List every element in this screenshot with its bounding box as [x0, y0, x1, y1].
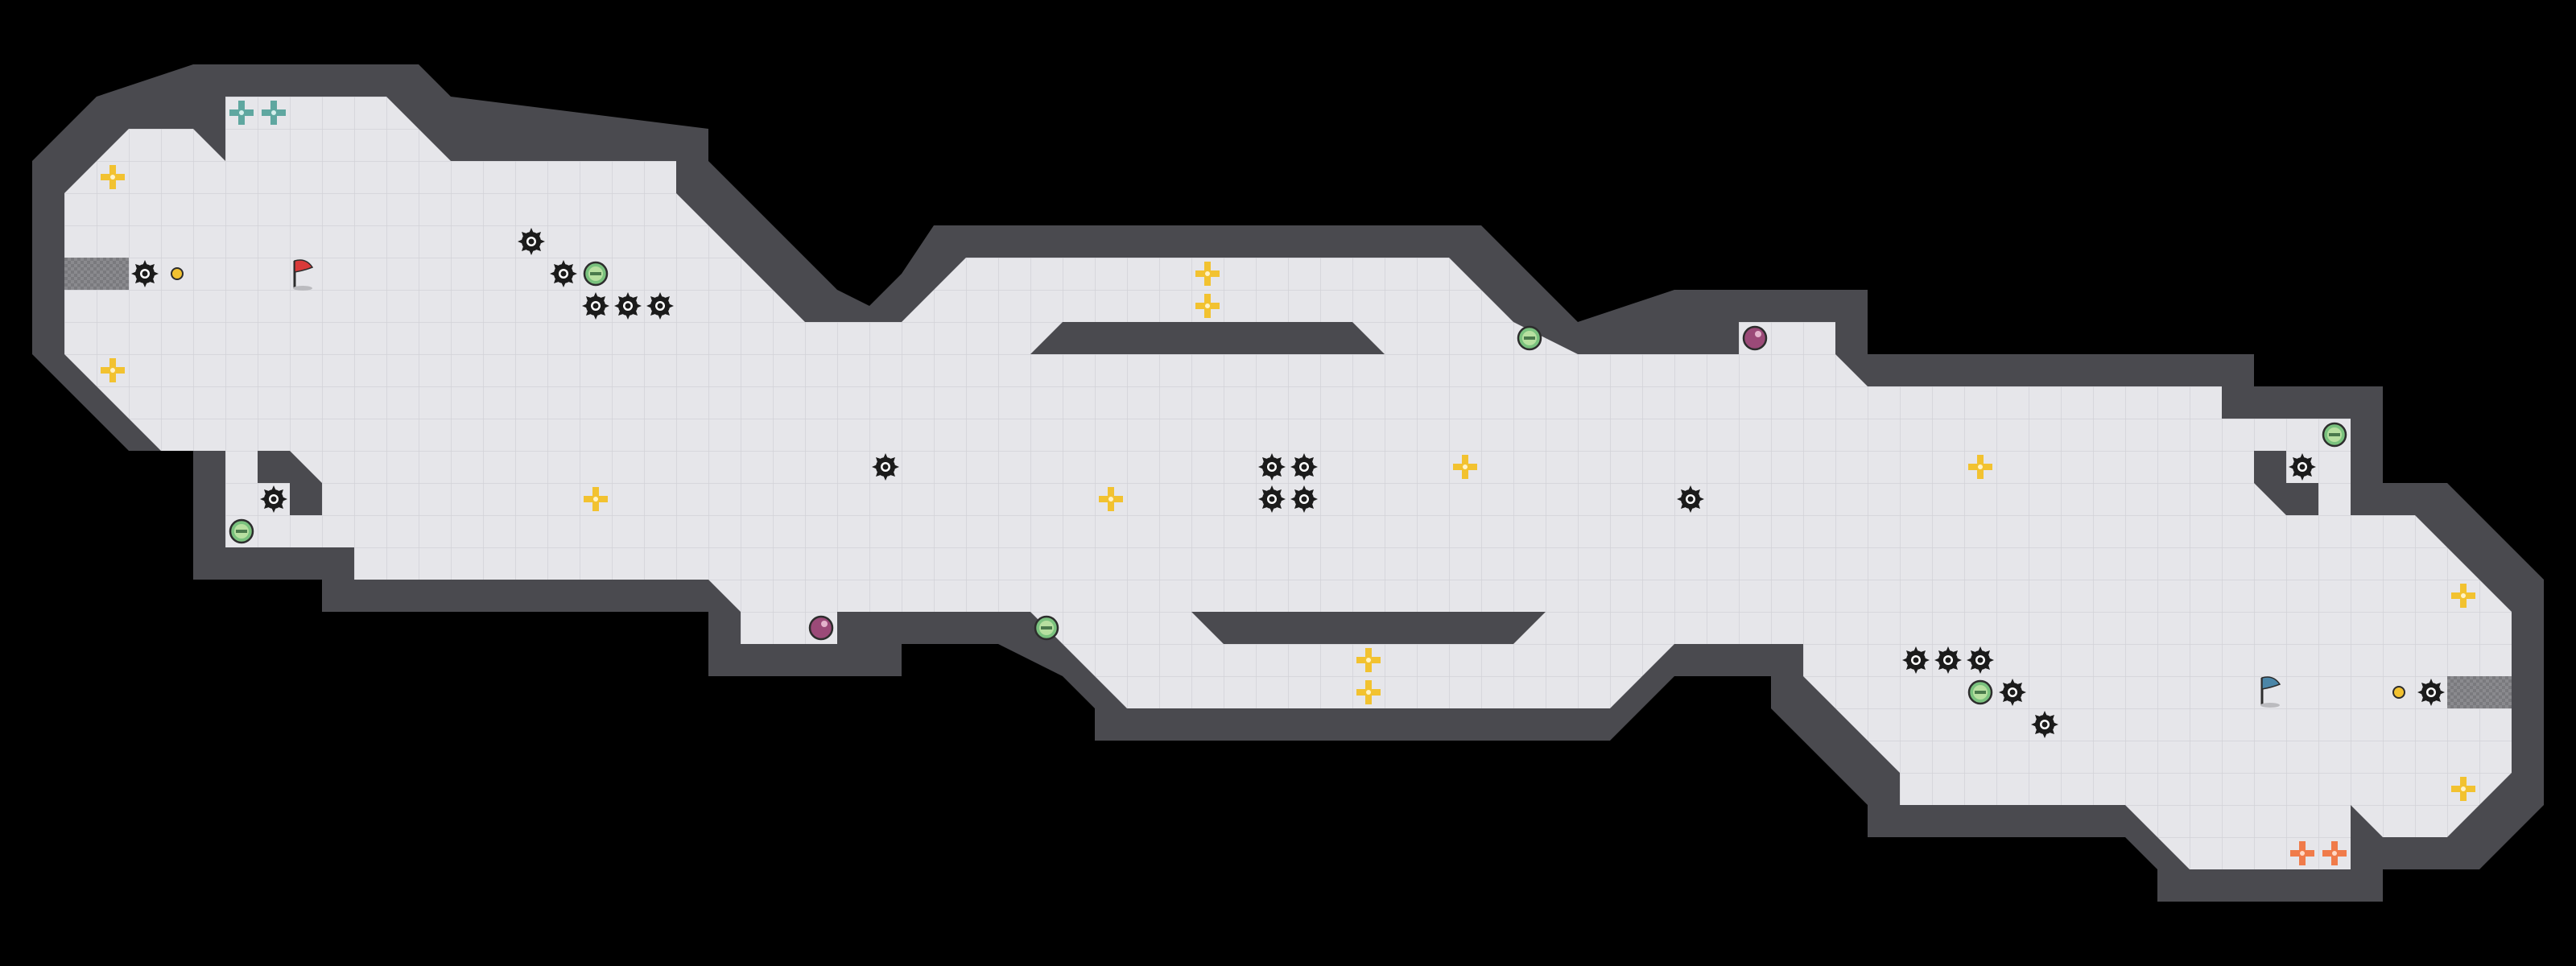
- spike-icon: [1902, 646, 1930, 674]
- spike-icon: [2031, 711, 2058, 738]
- spike-icon: [2417, 679, 2445, 706]
- bomb-icon: [229, 518, 254, 544]
- powerup-icon: [1742, 325, 1768, 351]
- powerup-icon: [808, 615, 834, 641]
- spike-icon: [131, 260, 159, 287]
- bomb-icon: [1967, 679, 1993, 705]
- spike-icon: [646, 292, 674, 320]
- bomb-icon: [1034, 615, 1059, 641]
- wall-details: [193, 97, 2318, 644]
- bomb-icon: [1517, 325, 1542, 351]
- spike-icon: [1290, 453, 1318, 481]
- gates: [64, 258, 2512, 708]
- spike-icon: [550, 260, 577, 287]
- bomb-icon: [583, 261, 609, 287]
- bomb-icon: [2322, 422, 2347, 448]
- gate-icon: [64, 258, 129, 290]
- spike-icon: [1999, 679, 2026, 706]
- spike-icon: [614, 292, 642, 320]
- button-icon[interactable]: [171, 267, 184, 280]
- red-flag-icon[interactable]: [293, 259, 314, 291]
- spike-icon: [260, 485, 287, 513]
- inner-walls: [1030, 322, 1546, 644]
- spike-icon: [1967, 646, 1994, 674]
- spike-icon: [1258, 485, 1286, 513]
- spike-icon: [1258, 453, 1286, 481]
- floor: [64, 97, 2512, 869]
- spike-icon: [1934, 646, 1962, 674]
- gate-icon: [2447, 676, 2512, 708]
- spike-icon: [2289, 453, 2316, 481]
- spike-icon: [518, 228, 545, 255]
- spike-icon: [1677, 485, 1704, 513]
- spike-icon: [582, 292, 609, 320]
- spike-icon: [1290, 485, 1318, 513]
- spike-icon: [872, 453, 899, 481]
- button-icon[interactable]: [2392, 686, 2405, 699]
- blue-flag-icon[interactable]: [2260, 676, 2281, 708]
